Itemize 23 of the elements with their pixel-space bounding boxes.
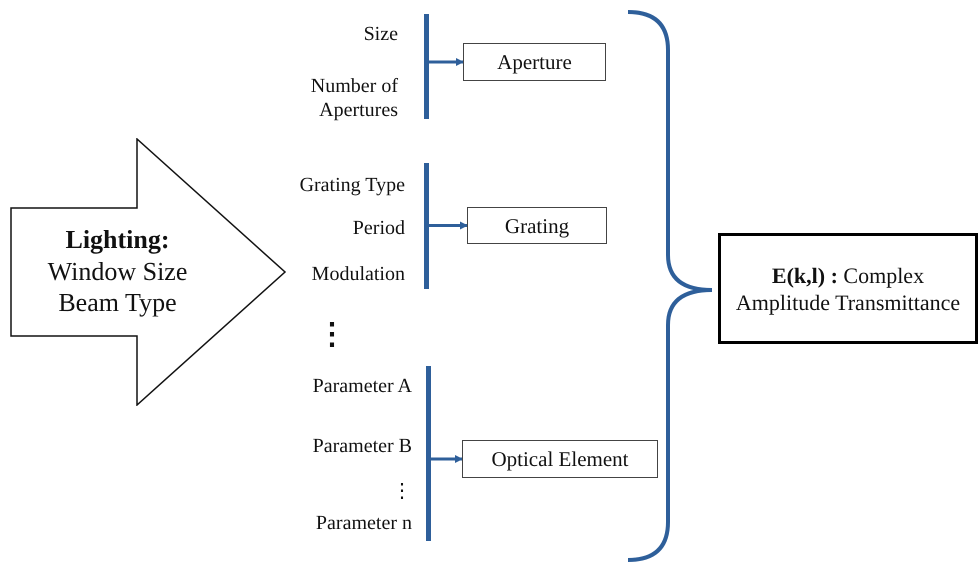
parameter-label: Size [364, 22, 398, 46]
label-box: Optical Element [462, 440, 658, 478]
parameter-label: Number of Apertures [310, 74, 398, 122]
block-arrow [10, 138, 286, 406]
bracket-bar [426, 366, 431, 541]
arrow [429, 222, 468, 230]
arrow [429, 58, 464, 66]
label-box: Aperture [463, 43, 606, 81]
parameter-label: Parameter B [312, 434, 412, 458]
parameter-label: Grating Type [300, 173, 405, 197]
parameter-label: Parameter A [312, 374, 412, 398]
label-box: Grating [467, 207, 607, 244]
heading: Lighting: [65, 224, 170, 256]
parameter-label: Period [352, 216, 405, 240]
result-box: E(k,l) : Complex Amplitude Transmittance [718, 233, 978, 344]
parameter-label: Parameter n [316, 511, 412, 535]
arrow [431, 455, 463, 463]
ellipsis-mark: ⋮ [317, 318, 347, 352]
body-text: Window Size Beam Type [46, 256, 188, 318]
bracket-bar [424, 163, 429, 289]
parameter-label: ⋮ [392, 479, 412, 503]
bracket-bar [424, 14, 429, 119]
parameter-label: Modulation [312, 262, 405, 286]
